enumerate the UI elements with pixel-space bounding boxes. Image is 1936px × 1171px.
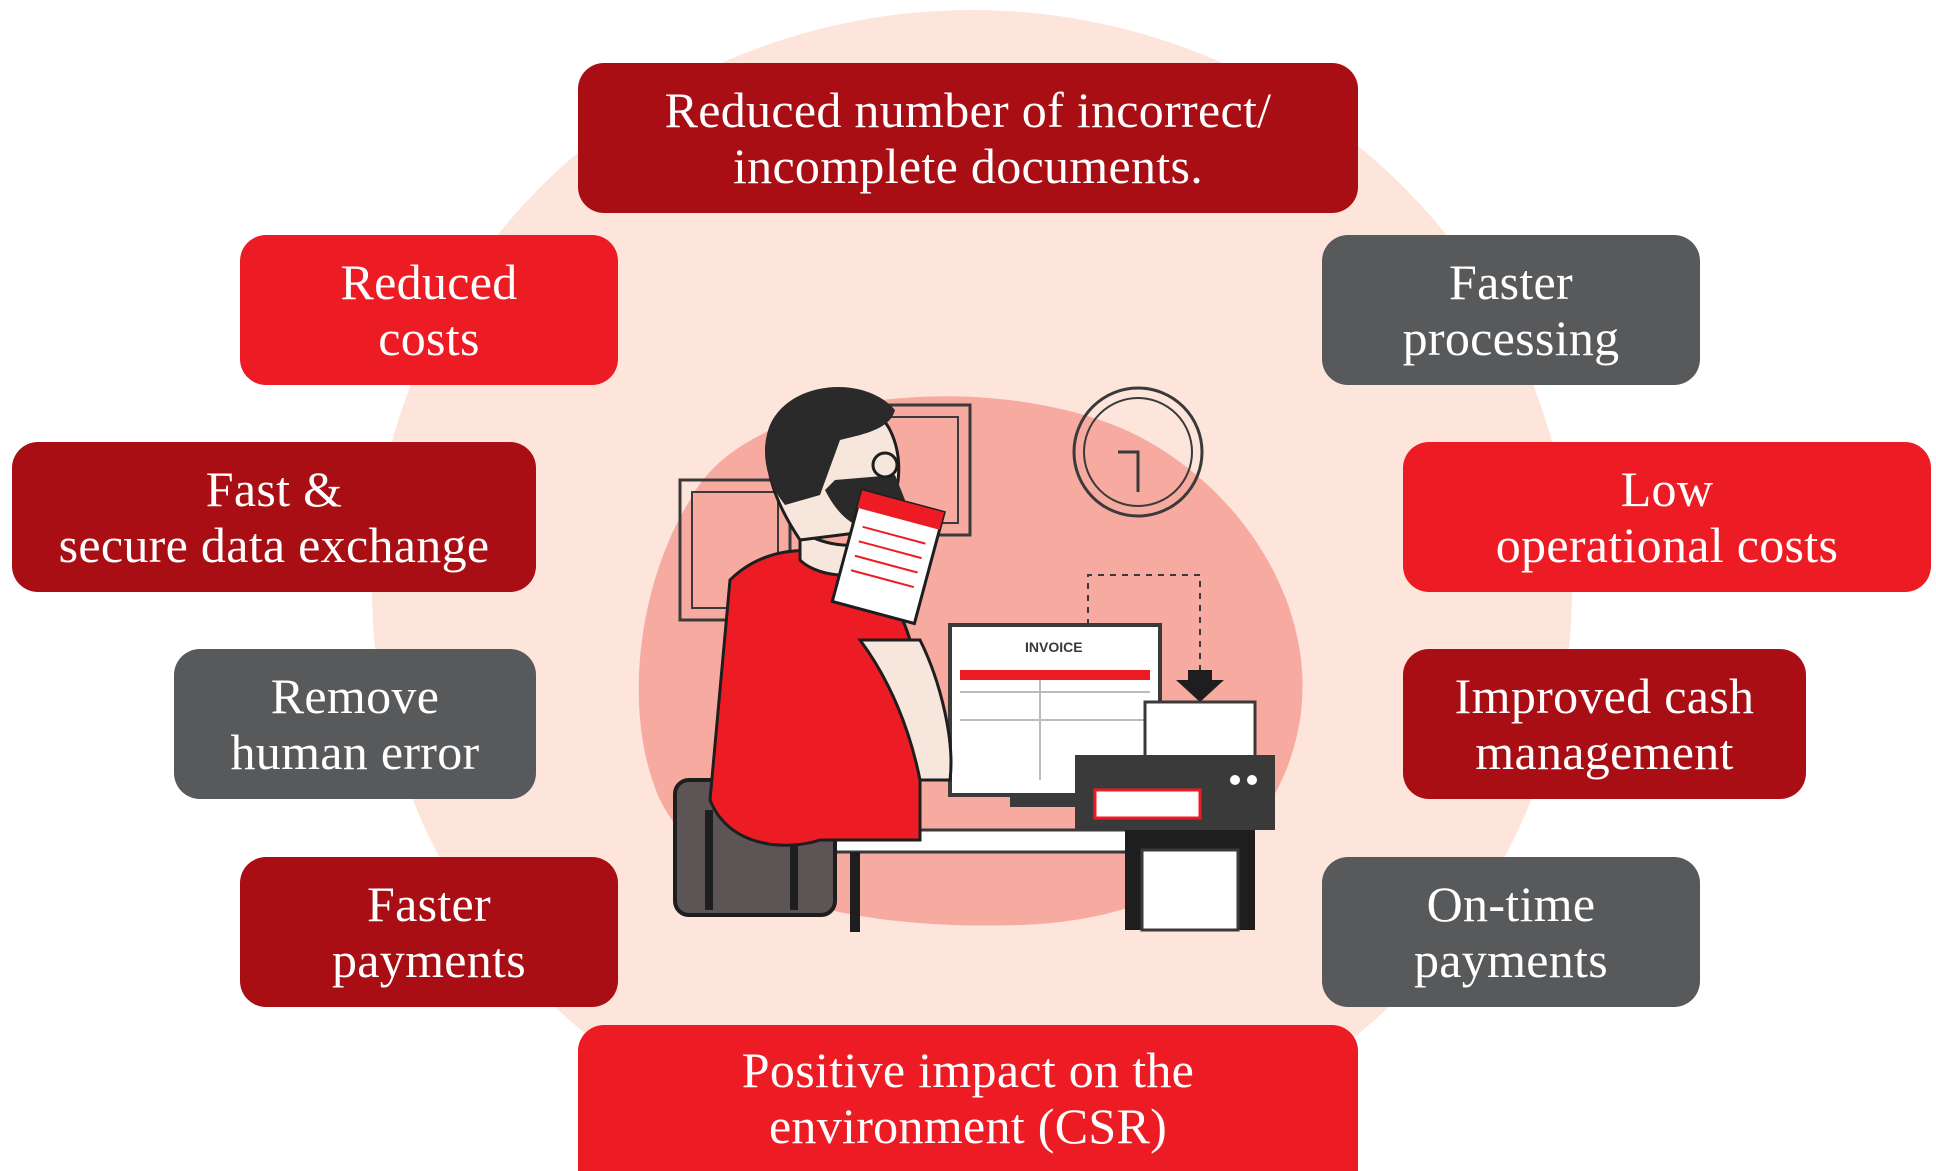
card-line-2: processing xyxy=(1402,310,1620,366)
card-faster-processing: Faster processing xyxy=(1322,235,1700,385)
card-line-1: Reduced xyxy=(340,254,518,310)
invoice-illustration: INVOICE xyxy=(638,386,1303,932)
card-reduced-costs: Reduced costs xyxy=(240,235,618,385)
card-line-2: payments xyxy=(331,932,527,988)
card-line-1: Fast & xyxy=(205,461,343,517)
card-line-1: Faster xyxy=(367,876,491,932)
card-line-2: costs xyxy=(378,310,480,366)
card-line-1: On-time xyxy=(1426,876,1596,932)
card-line-1: Improved cash xyxy=(1454,668,1755,724)
card-line-2: operational costs xyxy=(1495,517,1839,573)
card-improved-cash-management: Improved cash management xyxy=(1403,649,1806,799)
card-line-1: Positive impact on the xyxy=(741,1042,1195,1098)
card-line-1: Remove xyxy=(270,668,440,724)
card-line-1: Reduced number of incorrect/ xyxy=(664,82,1272,138)
card-line-2: human error xyxy=(230,724,480,780)
card-line-2: incomplete documents. xyxy=(732,138,1204,194)
card-line-2: management xyxy=(1475,724,1734,780)
card-line-2: secure data exchange xyxy=(58,517,490,573)
card-fast-secure-data-exchange: Fast & secure data exchange xyxy=(12,442,536,592)
arrow-down-icon xyxy=(1176,670,1224,702)
card-positive-environment-impact: Positive impact on the environment (CSR) xyxy=(578,1025,1358,1171)
man-figure xyxy=(708,387,953,847)
card-remove-human-error: Remove human error xyxy=(174,649,536,799)
clock-icon xyxy=(1072,386,1204,518)
printer xyxy=(1075,700,1275,830)
card-line-2: payments xyxy=(1413,932,1609,988)
card-on-time-payments: On-time payments xyxy=(1322,857,1700,1007)
card-line-2: environment (CSR) xyxy=(768,1098,1168,1154)
card-low-operational-costs: Low operational costs xyxy=(1403,442,1931,592)
card-line-1: Faster xyxy=(1449,254,1573,310)
card-faster-payments: Faster payments xyxy=(240,857,618,1007)
card-reduced-incorrect-documents: Reduced number of incorrect/ incomplete … xyxy=(578,63,1358,213)
card-line-1: Low xyxy=(1620,461,1714,517)
svg-text:INVOICE: INVOICE xyxy=(1025,639,1083,655)
